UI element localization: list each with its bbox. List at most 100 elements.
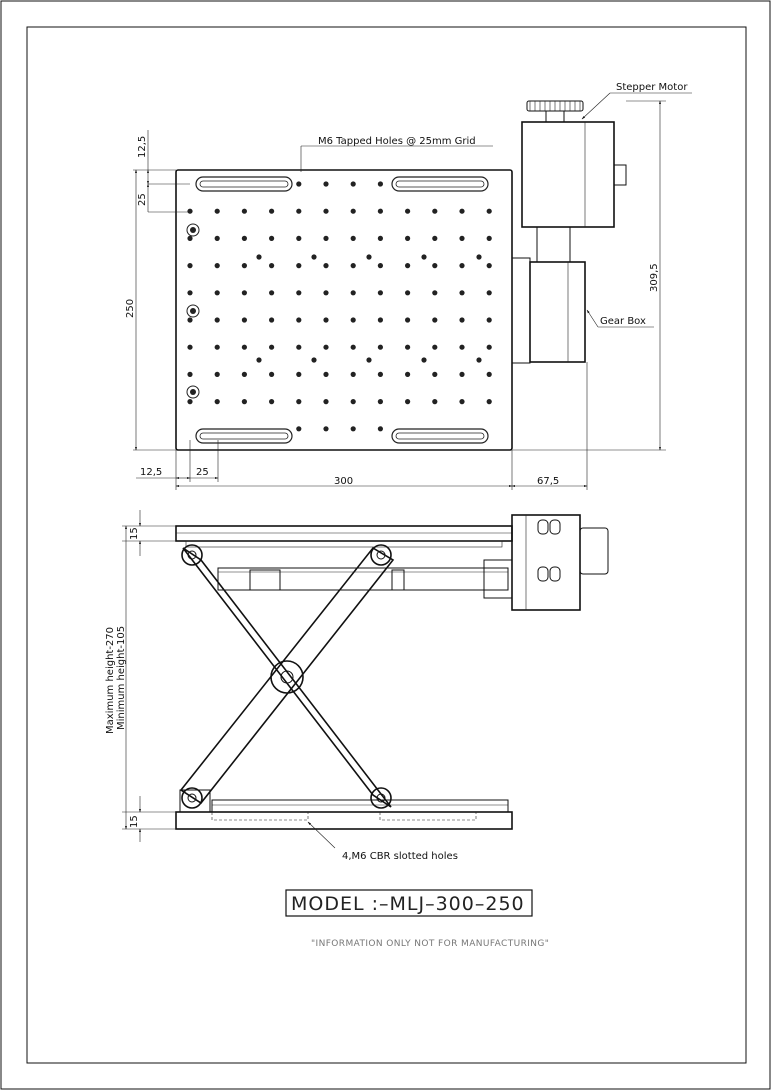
side-view: 15 15 Maximum height-270 Minimum height-… (105, 510, 609, 862)
dim-grid-pitch-bottom: 25 (196, 467, 209, 478)
tapped-hole (269, 290, 275, 296)
model-label: MODEL :–MLJ–300–250 (291, 893, 525, 915)
tapped-hole (405, 235, 411, 241)
tapped-hole (323, 371, 329, 377)
tapped-hole (405, 290, 411, 296)
tapped-hole (377, 399, 383, 405)
tapped-hole (486, 290, 492, 296)
mounting-slots (195, 176, 489, 444)
tapped-hole (459, 290, 465, 296)
counterbore-hole (186, 385, 200, 399)
tapped-hole (432, 235, 438, 241)
slotted-hole (195, 428, 293, 444)
center-pivot (270, 660, 304, 694)
stepper-motor-label: Stepper Motor (616, 82, 688, 93)
tapped-hole (296, 317, 302, 323)
dim-left-offset: 12,5 (140, 467, 162, 478)
counterbore-hole-center (190, 308, 196, 314)
tapped-hole (187, 290, 193, 296)
tapped-hole (187, 263, 193, 269)
tapped-hole (377, 235, 383, 241)
tapped-hole (377, 181, 383, 187)
tapped-hole (350, 208, 356, 214)
tapped-hole (241, 235, 247, 241)
tapped-hole (350, 426, 356, 432)
counterbore-hole (186, 304, 200, 318)
tapped-hole (377, 426, 383, 432)
tapped-hole (296, 208, 302, 214)
tapped-hole (432, 290, 438, 296)
tapped-hole (214, 317, 220, 323)
tapped-hole (323, 235, 329, 241)
tapped-hole (214, 371, 220, 377)
tapped-hole (405, 371, 411, 377)
tapped-hole (405, 208, 411, 214)
tapped-hole (459, 371, 465, 377)
tapped-hole (350, 317, 356, 323)
dim-top-plate-thickness: 15 (129, 527, 140, 540)
dim-base-plate-thickness: 15 (129, 815, 140, 828)
tapped-hole (187, 344, 193, 350)
tapped-hole (187, 235, 193, 241)
disclaimer-note: "INFORMATION ONLY NOT FOR MANUFACTURING" (311, 939, 549, 949)
tapped-hole (459, 344, 465, 350)
tapped-hole (486, 371, 492, 377)
tapped-hole (459, 235, 465, 241)
side-top-plate (175, 525, 513, 542)
tapped-hole (241, 290, 247, 296)
dim-max-height: Maximum height-270 (105, 627, 116, 734)
upper-rail (217, 567, 509, 591)
tapped-hole (214, 263, 220, 269)
dim-min-height: Minimum height-105 (116, 626, 127, 730)
tapped-hole (214, 235, 220, 241)
tapped-hole (432, 208, 438, 214)
tapped-hole (323, 426, 329, 432)
tapped-hole (269, 399, 275, 405)
slotted-hole-inner (395, 432, 485, 440)
tapped-hole (366, 254, 372, 260)
tapped-hole (377, 208, 383, 214)
tapped-hole (214, 208, 220, 214)
slotted-hole (195, 176, 293, 192)
tapped-hole (350, 371, 356, 377)
gear-box-body (529, 261, 586, 363)
tapped-hole (241, 344, 247, 350)
dim-plate-width: 300 (334, 476, 353, 487)
tapped-hole-grid (186, 181, 492, 432)
slotted-holes-callout: 4,M6 CBR slotted holes (307, 821, 458, 862)
tapped-hole (296, 399, 302, 405)
top-view: M6 Tapped Holes @ 25mm Grid Stepper Moto… (125, 82, 692, 490)
tapped-hole (214, 344, 220, 350)
tapped-hole (269, 263, 275, 269)
gear-box-flange (511, 257, 531, 364)
scissor-arms (179, 544, 395, 809)
tapped-hole (269, 235, 275, 241)
tapped-hole (366, 357, 372, 363)
tapped-hole (269, 344, 275, 350)
tapped-hole (323, 181, 329, 187)
tapped-hole (323, 317, 329, 323)
tapped-hole (269, 317, 275, 323)
tapped-hole (241, 371, 247, 377)
tapped-hole (350, 399, 356, 405)
side-base-plate (175, 811, 513, 830)
tapped-hole (405, 399, 411, 405)
slotted-hole (391, 176, 489, 192)
dim-overall-height: 309,5 (649, 263, 660, 292)
tapped-hole (241, 263, 247, 269)
side-view-dimensions: 15 15 Maximum height-270 Minimum height-… (105, 510, 176, 842)
tapped-hole (486, 235, 492, 241)
tapped-hole (323, 208, 329, 214)
tapped-hole (421, 357, 427, 363)
tapped-hole (432, 344, 438, 350)
counterbore-hole-center (190, 389, 196, 395)
dim-plate-depth: 250 (125, 299, 136, 318)
stepper-motor-body (521, 121, 615, 228)
slotted-hole-inner (199, 432, 289, 440)
tapped-hole (476, 254, 482, 260)
tapped-hole (486, 344, 492, 350)
tapped-hole (296, 181, 302, 187)
tapped-hole (405, 317, 411, 323)
